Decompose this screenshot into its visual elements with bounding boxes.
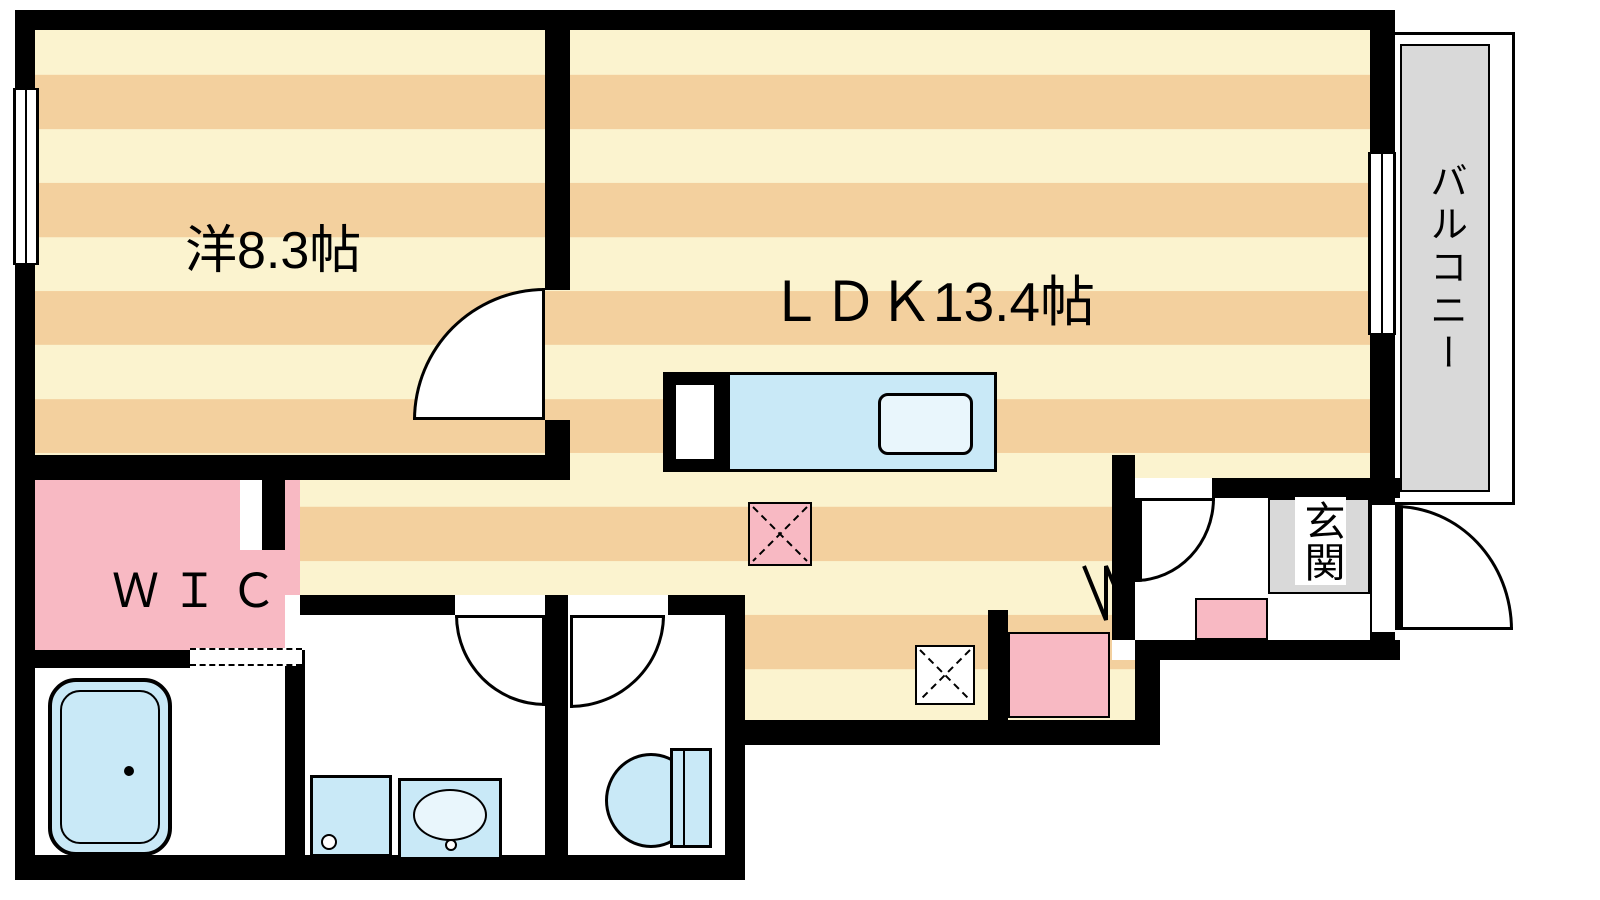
- toilet-tank: [670, 748, 712, 848]
- bathtub: [48, 678, 172, 856]
- wall-wic-stub: [262, 475, 285, 550]
- washer-pan: [310, 775, 392, 857]
- zigzag-break-icon: [1082, 565, 1132, 623]
- kitchen-counter: [727, 372, 997, 472]
- window-mullion: [25, 90, 27, 263]
- genkan-mat: [1195, 598, 1268, 640]
- genkan-label: 玄関: [1295, 497, 1347, 585]
- wall-toilet-top: [668, 595, 745, 615]
- wic-folding-door: [190, 648, 302, 666]
- kitchen-refrigerator-inner: [676, 385, 714, 459]
- washer-pan-drain: [321, 834, 337, 850]
- balcony-label: バルコニー: [1423, 160, 1466, 376]
- bathtub-inner-rim: [60, 690, 160, 844]
- wall-wic-bath: [15, 650, 190, 668]
- wic-door-gap: [240, 475, 262, 550]
- vanity-drain: [445, 839, 457, 851]
- wall-top: [15, 10, 1395, 30]
- window-mullion: [1381, 154, 1383, 333]
- wall-ldk-bottom: [745, 720, 1160, 745]
- window-western-room: [13, 88, 39, 265]
- wic-label: ＷＩＣ: [112, 564, 289, 617]
- stove-space-marker: [748, 502, 812, 566]
- vanity-basin: [413, 789, 487, 841]
- bathtub-drain: [124, 766, 134, 776]
- kitchen-sink: [878, 393, 973, 455]
- wall-toilet-right: [725, 595, 745, 880]
- wall-divider-upper: [545, 30, 570, 290]
- front-door-opening: [1372, 505, 1395, 632]
- wall-bottom-left: [15, 855, 745, 880]
- window-balcony: [1368, 152, 1396, 335]
- floor-space-marker: [915, 645, 975, 705]
- toilet-tank-line: [683, 751, 685, 845]
- outside-area-bottom: [745, 745, 1400, 880]
- ldk-label: ＬＤＫ13.4帖: [768, 271, 1096, 333]
- wall-bath-washroom: [285, 650, 305, 855]
- wall-washroom-top: [300, 595, 455, 615]
- wall-washer-nook: [988, 610, 1008, 745]
- wall-washroom-toilet: [545, 595, 568, 855]
- kitchen-refrigerator-space: [663, 372, 727, 472]
- x-mark-icon: [919, 649, 971, 701]
- vanity-sink: [398, 778, 502, 860]
- outside-area-right: [1160, 660, 1400, 745]
- door-front: [1395, 505, 1513, 630]
- balcony-floor: バルコニー: [1400, 44, 1490, 492]
- wall-entrance-bottom: [1135, 640, 1400, 660]
- western-room-label: 洋8.3帖: [185, 222, 362, 280]
- washer-space: [1008, 632, 1110, 718]
- wall-entrance-top-right: [1212, 478, 1400, 498]
- x-mark-icon: [752, 506, 808, 562]
- wall-western-bottom: [15, 455, 570, 480]
